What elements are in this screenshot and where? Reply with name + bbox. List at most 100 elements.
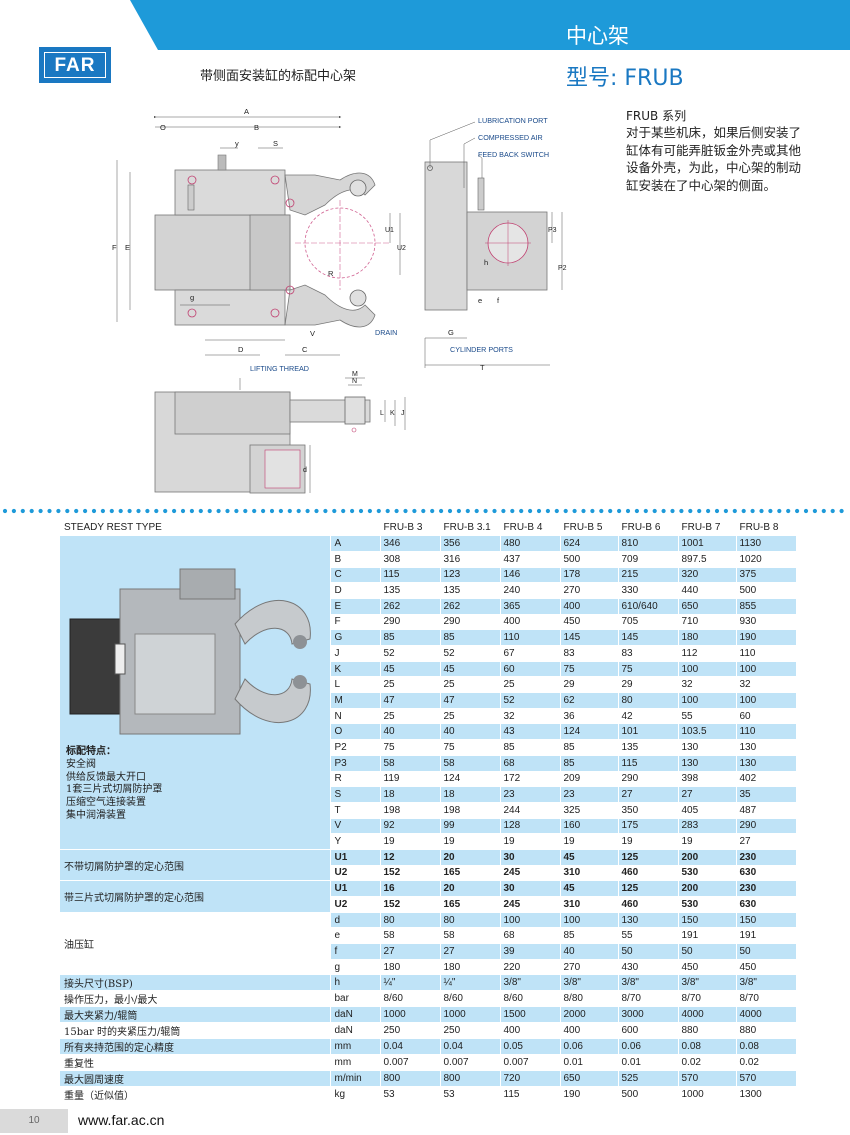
- separator-dot: [287, 508, 292, 514]
- table-cell: 0.04: [380, 1038, 441, 1056]
- separator-dot: [617, 508, 622, 514]
- separator-dot: [501, 508, 506, 514]
- drawing-svg: A O B y S F E U1 U2 g V D C R LUBRICATIO…: [112, 107, 567, 494]
- table-cell: 19: [440, 833, 501, 850]
- separator-dot: [661, 508, 666, 514]
- table-cell: 855: [736, 598, 797, 615]
- callout-lifting-thread: LIFTING THREAD: [250, 364, 309, 373]
- table-cell: 720: [500, 1070, 561, 1088]
- callout-drain: DRAIN: [375, 328, 397, 337]
- dim-label-e-side: e: [478, 296, 482, 305]
- separator-dot: [768, 508, 773, 514]
- dim-code: M: [330, 692, 381, 709]
- table-cell: 75: [618, 661, 679, 678]
- separator-dot: [100, 508, 105, 514]
- unit-cell: m/min: [330, 1070, 381, 1088]
- row-label: 重复性: [60, 1054, 331, 1072]
- table-cell: 123: [440, 567, 501, 584]
- side-view: [424, 161, 548, 311]
- separator-dot: [154, 508, 159, 514]
- table-cell: 124: [560, 723, 619, 741]
- separator-dot: [723, 508, 729, 514]
- bottom-view: [154, 391, 371, 494]
- table-cell: 346: [380, 535, 441, 552]
- table-cell: 8/60: [500, 990, 561, 1008]
- separator-dot: [706, 508, 711, 514]
- table-cell: 4000: [736, 1006, 797, 1024]
- separator-dot: [207, 508, 212, 514]
- dim-code: U1: [330, 880, 381, 897]
- separator-dot: [590, 508, 595, 514]
- table-cell: 270: [560, 959, 619, 976]
- separator-dot: [332, 508, 337, 514]
- separator-dot: [278, 508, 283, 514]
- group-label: 不带切屑防护罩的定心范围: [60, 849, 331, 882]
- table-cell: 1130: [736, 535, 797, 552]
- table-cell: 45: [560, 880, 619, 897]
- dim-code: S: [330, 786, 381, 803]
- separator-dot: [447, 508, 453, 514]
- table-cell: 36: [560, 708, 619, 725]
- table-cell: 440: [678, 582, 737, 599]
- table-cell: 135: [380, 582, 441, 599]
- col-header: FRU-B 3: [380, 520, 441, 537]
- table-cell: 110: [736, 645, 797, 662]
- dim-code: e: [330, 927, 381, 945]
- table-cell: 270: [560, 582, 619, 599]
- table-cell: 45: [560, 849, 619, 866]
- dim-label-d-cyl: d: [303, 467, 307, 474]
- table-cell: 150: [736, 912, 797, 929]
- row-label: 操作压力，最小/最大: [60, 990, 331, 1008]
- separator-dot: [385, 508, 390, 514]
- table-cell: 40: [560, 943, 619, 960]
- table-cell: 0.007: [500, 1054, 561, 1072]
- separator-dot: [643, 508, 648, 514]
- table-cell: 85: [560, 927, 619, 945]
- table-cell: 0.06: [560, 1038, 619, 1056]
- table-cell: 0.08: [678, 1038, 737, 1056]
- separator-dot: [421, 508, 426, 514]
- table-cell: 27: [678, 786, 737, 803]
- table-cell: 55: [618, 927, 679, 945]
- table-cell: 709: [618, 551, 679, 568]
- table-cell: 316: [440, 551, 501, 568]
- separator-dot: [536, 508, 542, 514]
- table-cell: 58: [380, 755, 441, 772]
- table-cell: 191: [678, 927, 737, 945]
- table-cell: 930: [736, 614, 797, 631]
- separator-dot: [581, 508, 586, 514]
- dim-code: E: [330, 598, 381, 615]
- table-cell: 165: [440, 865, 501, 882]
- table-cell: 215: [618, 567, 679, 584]
- separator-dot: [234, 508, 239, 514]
- table-cell: 530: [678, 896, 737, 913]
- table-cell: 25: [440, 676, 501, 694]
- dim-code: U1: [330, 849, 381, 866]
- table-cell: 400: [500, 614, 561, 631]
- separator-dot: [261, 508, 266, 514]
- table-cell: 40: [440, 723, 501, 741]
- table-cell: 650: [560, 1070, 619, 1088]
- table-cell: 68: [500, 927, 561, 945]
- table-cell: 330: [618, 582, 679, 599]
- col-header: FRU-B 3.1: [440, 520, 501, 537]
- dim-label-l: L: [380, 410, 384, 417]
- table-cell: 130: [678, 755, 737, 772]
- table-cell: 1000: [380, 1006, 441, 1024]
- table-cell: 100: [678, 692, 737, 709]
- group-label: 油压缸: [60, 912, 331, 976]
- table-cell: 8/70: [736, 990, 797, 1008]
- table-cell: 198: [380, 802, 441, 819]
- table-cell: 19: [560, 833, 619, 850]
- table-cell: 450: [560, 614, 619, 631]
- dim-code: R: [330, 771, 381, 788]
- table-cell: 190: [560, 1086, 619, 1104]
- separator-dot: [172, 508, 177, 514]
